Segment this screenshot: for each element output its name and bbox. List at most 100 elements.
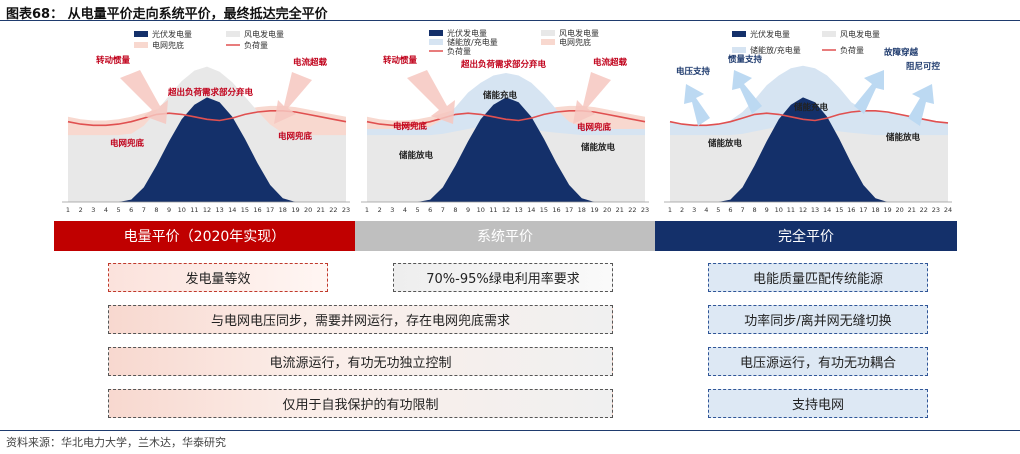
annotation-overcurrent: 电流超载 [293,57,328,68]
annotation-inertia: 转动惯量 [383,55,418,66]
x-tick-label: 1 [668,206,672,214]
req-active-limit: 仅用于自我保护的有功限制 [108,389,613,418]
arrow-inertia [407,70,455,124]
annotation-inertia: 转动惯量 [96,55,131,66]
x-tick-label: 3 [692,206,696,214]
x-tick-label: 18 [279,206,287,214]
legend-load: 负荷量 [840,45,864,55]
area-pv [670,97,948,202]
x-tick-label: 15 [241,206,249,214]
line-load [67,110,347,127]
req-grid-support: 支持电网 [708,389,928,418]
legend-swatch-grid [134,42,148,48]
x-tick-label: 13 [215,206,223,214]
x-tick-label: 21 [317,206,325,214]
annotation-overcurrent: 电流超载 [593,57,628,68]
x-tick-label: 18 [578,206,586,214]
arrow-fault-ride [854,70,884,114]
x-tick-label: 3 [91,206,95,214]
x-tick-label: 9 [765,206,769,214]
legend-swatch-storage [732,47,746,53]
legend-swatch-pv [134,31,148,37]
x-tick-label: 23 [641,206,649,214]
x-tick-label: 7 [142,206,146,214]
areas-1 [67,66,347,202]
legend-swatch-wind [226,31,240,37]
x-tick-label: 10 [477,206,485,214]
req-green-utilization: 70%-95%绿电利用率要求 [393,263,613,292]
annotation-storage-charge: 储能充电 [793,102,829,113]
legend-swatch-wind [822,31,836,37]
x-tick-label: 8 [154,206,158,214]
legend-wind: 风电发电量 [244,29,284,39]
x-tick-label: 14 [228,206,236,214]
title-divider [0,20,1020,21]
annotation-grid-backup-right: 电网兜底 [278,131,313,142]
x-tick-label: 14 [527,206,535,214]
x-tick-label: 4 [403,206,407,214]
x-tick-label: 20 [603,206,611,214]
annotation-curtail: 超出负荷需求部分弃电 [167,87,254,98]
legend-wind: 风电发电量 [559,28,599,38]
x-tick-label: 2 [680,206,684,214]
arrow-damping [908,84,934,126]
legend-storage: 储能放/充电量 [750,45,801,55]
band-system-parity: 系统平价 [355,221,655,251]
x-tick-label: 11 [489,206,497,214]
legend-pv: 光伏发电量 [152,29,192,39]
annotation-voltage-support: 电压支持 [676,66,711,77]
legend-swatch-pv [732,31,746,37]
x-tick-label: 13 [811,206,819,214]
annotation-damping: 阻尼可控 [906,61,941,72]
x-tick-label: 22 [628,206,636,214]
annotation-fault-ride: 故障穿越 [884,47,919,58]
x-tick-label: 19 [291,206,299,214]
x-tick-label: 14 [823,206,831,214]
area-pv [68,97,346,202]
x-tick-label: 6 [428,206,432,214]
x-tick-label: 22 [329,206,337,214]
x-tick-label: 13 [514,206,522,214]
legend-grid: 电网兜底 [152,40,184,50]
x-tick-label: 16 [552,206,560,214]
x-tick-label: 12 [203,206,211,214]
x-tick-label: 10 [178,206,186,214]
area-pv [367,97,645,202]
legend-swatch-pv [429,30,443,36]
annotation-grid-backup-right: 电网兜底 [577,122,612,133]
band-grid-parity: 电量平价（2020年实现） [54,221,355,251]
x-tick-label: 2 [79,206,83,214]
arrow-voltage-support [684,84,710,126]
x-tick-label: 9 [167,206,171,214]
annotation-storage-discharge-left: 储能放电 [707,138,743,149]
annotation-storage-discharge-right: 储能放电 [885,132,921,143]
annotation-inertia-support: 惯量支持 [728,54,763,65]
page-title: 图表68： 从电量平价走向系统平价，最终抵达完全平价 [6,7,328,22]
arrow-inertia-support [732,70,762,114]
legend-grid: 电网兜底 [559,37,591,47]
legend-load: 负荷量 [244,40,268,50]
arrow-inertia [120,70,168,124]
x-tick-label: 24 [944,206,952,214]
x-tick-label: 7 [740,206,744,214]
req-energy-equivalent: 发电量等效 [108,263,328,292]
x-tick-label: 22 [920,206,928,214]
x-tick-label: 15 [835,206,843,214]
x-tick-label: 17 [266,206,274,214]
x-tick-label: 15 [540,206,548,214]
annotation-storage-charge: 储能充电 [482,90,518,101]
areas-2 [366,73,646,202]
x-tick-label: 11 [787,206,795,214]
x-tick-label: 2 [378,206,382,214]
x-tick-label: 21 [908,206,916,214]
x-tick-label: 1 [66,206,70,214]
legend-swatch-wind [541,30,555,36]
req-voltage-source: 电压源运行，有功无功耦合 [708,347,928,376]
footer-divider [0,430,1020,431]
x-tick-label: 18 [871,206,879,214]
